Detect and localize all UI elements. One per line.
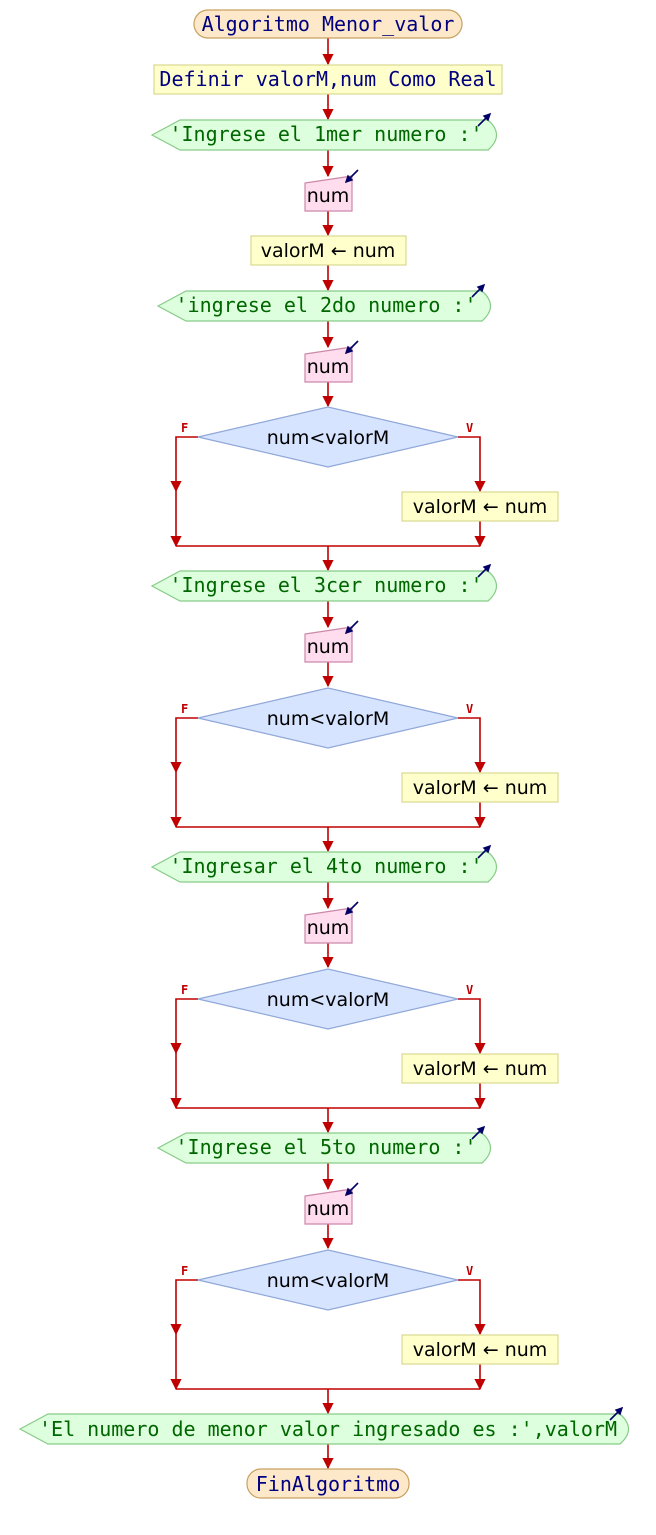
read-input-4: num [304,901,359,944]
start-terminal: Algoritmo Menor_valor [193,9,463,39]
true-branch-label: V [466,421,473,435]
output-prompt-3: 'Ingrese el 3cer numero :' [150,563,498,602]
decision-4-label: num<valorM [267,989,390,1011]
assign-4-label: valorM ← num [413,1058,548,1080]
prompt-4-label: 'Ingresar el 4to numero :' [169,854,482,878]
decision-5-label: num<valorM [267,1270,390,1292]
connectors [170,38,486,1470]
read-5-label: num [307,1198,350,1220]
decision-2-label: num<valorM [267,427,390,449]
prompt-3-label: 'Ingrese el 3cer numero :' [169,573,482,597]
output-arrow-icon [477,112,492,127]
false-branch-label: F [181,421,188,435]
end-label: FinAlgoritmo [256,1472,401,1496]
false-branch-label: F [181,702,188,716]
read-4-label: num [307,917,350,939]
decision-3: num<valorM V F [181,687,473,749]
assign-process-5: valorM ← num [401,1334,559,1365]
output-prompt-1: 'Ingrese el 1mer numero :' [150,112,498,151]
output-result-label: 'El numero de menor valor ingresado es :… [39,1417,617,1441]
true-branch-label: V [466,702,473,716]
assign-5-label: valorM ← num [413,1339,548,1361]
false-branch-label: F [181,1264,188,1278]
define-label: Definir valorM,num Como Real [159,67,496,91]
input-arrow-icon [344,620,359,635]
start-label: Algoritmo Menor_valor [202,12,455,36]
read-input-1: num [304,169,359,212]
output-arrow-icon [477,844,492,859]
false-branch-label: F [181,983,188,997]
output-prompt-4: 'Ingresar el 4to numero :' [150,844,498,883]
output-arrow-icon [471,1125,486,1140]
output-result: 'El numero de menor valor ingresado es :… [18,1406,630,1445]
input-arrow-icon [344,169,359,184]
decision-4: num<valorM V F [181,968,473,1030]
decision-2: num<valorM V F [181,406,473,468]
read-input-2: num [304,340,359,383]
prompt-2-label: 'ingrese el 2do numero :' [175,293,476,317]
assign-process-4: valorM ← num [401,1053,559,1084]
input-arrow-icon [344,1182,359,1197]
input-arrow-icon [344,340,359,355]
output-prompt-2: 'ingrese el 2do numero :' [156,283,492,322]
assign-1-label: valorM ← num [261,240,396,262]
read-input-5: num [304,1182,359,1225]
assign-process-1: valorM ← num [250,235,407,266]
read-input-3: num [304,620,359,663]
decision-3-label: num<valorM [267,708,390,730]
decision-5: num<valorM V F [181,1249,473,1311]
assign-process-3: valorM ← num [401,772,559,803]
assign-3-label: valorM ← num [413,777,548,799]
read-2-label: num [307,356,350,378]
output-prompt-5: 'Ingrese el 5to numero :' [156,1125,492,1164]
output-arrow-icon [477,563,492,578]
output-arrow-icon [609,1406,624,1421]
read-3-label: num [307,636,350,658]
true-branch-label: V [466,1264,473,1278]
output-arrow-icon [471,283,486,298]
prompt-5-label: 'Ingrese el 5to numero :' [175,1135,476,1159]
end-terminal: FinAlgoritmo [246,1468,410,1499]
assign-2-label: valorM ← num [413,496,548,518]
define-process: Definir valorM,num Como Real [153,64,503,95]
true-branch-label: V [466,983,473,997]
input-arrow-icon [344,901,359,916]
prompt-1-label: 'Ingrese el 1mer numero :' [169,122,482,146]
assign-process-2: valorM ← num [401,491,559,522]
read-1-label: num [307,185,350,207]
